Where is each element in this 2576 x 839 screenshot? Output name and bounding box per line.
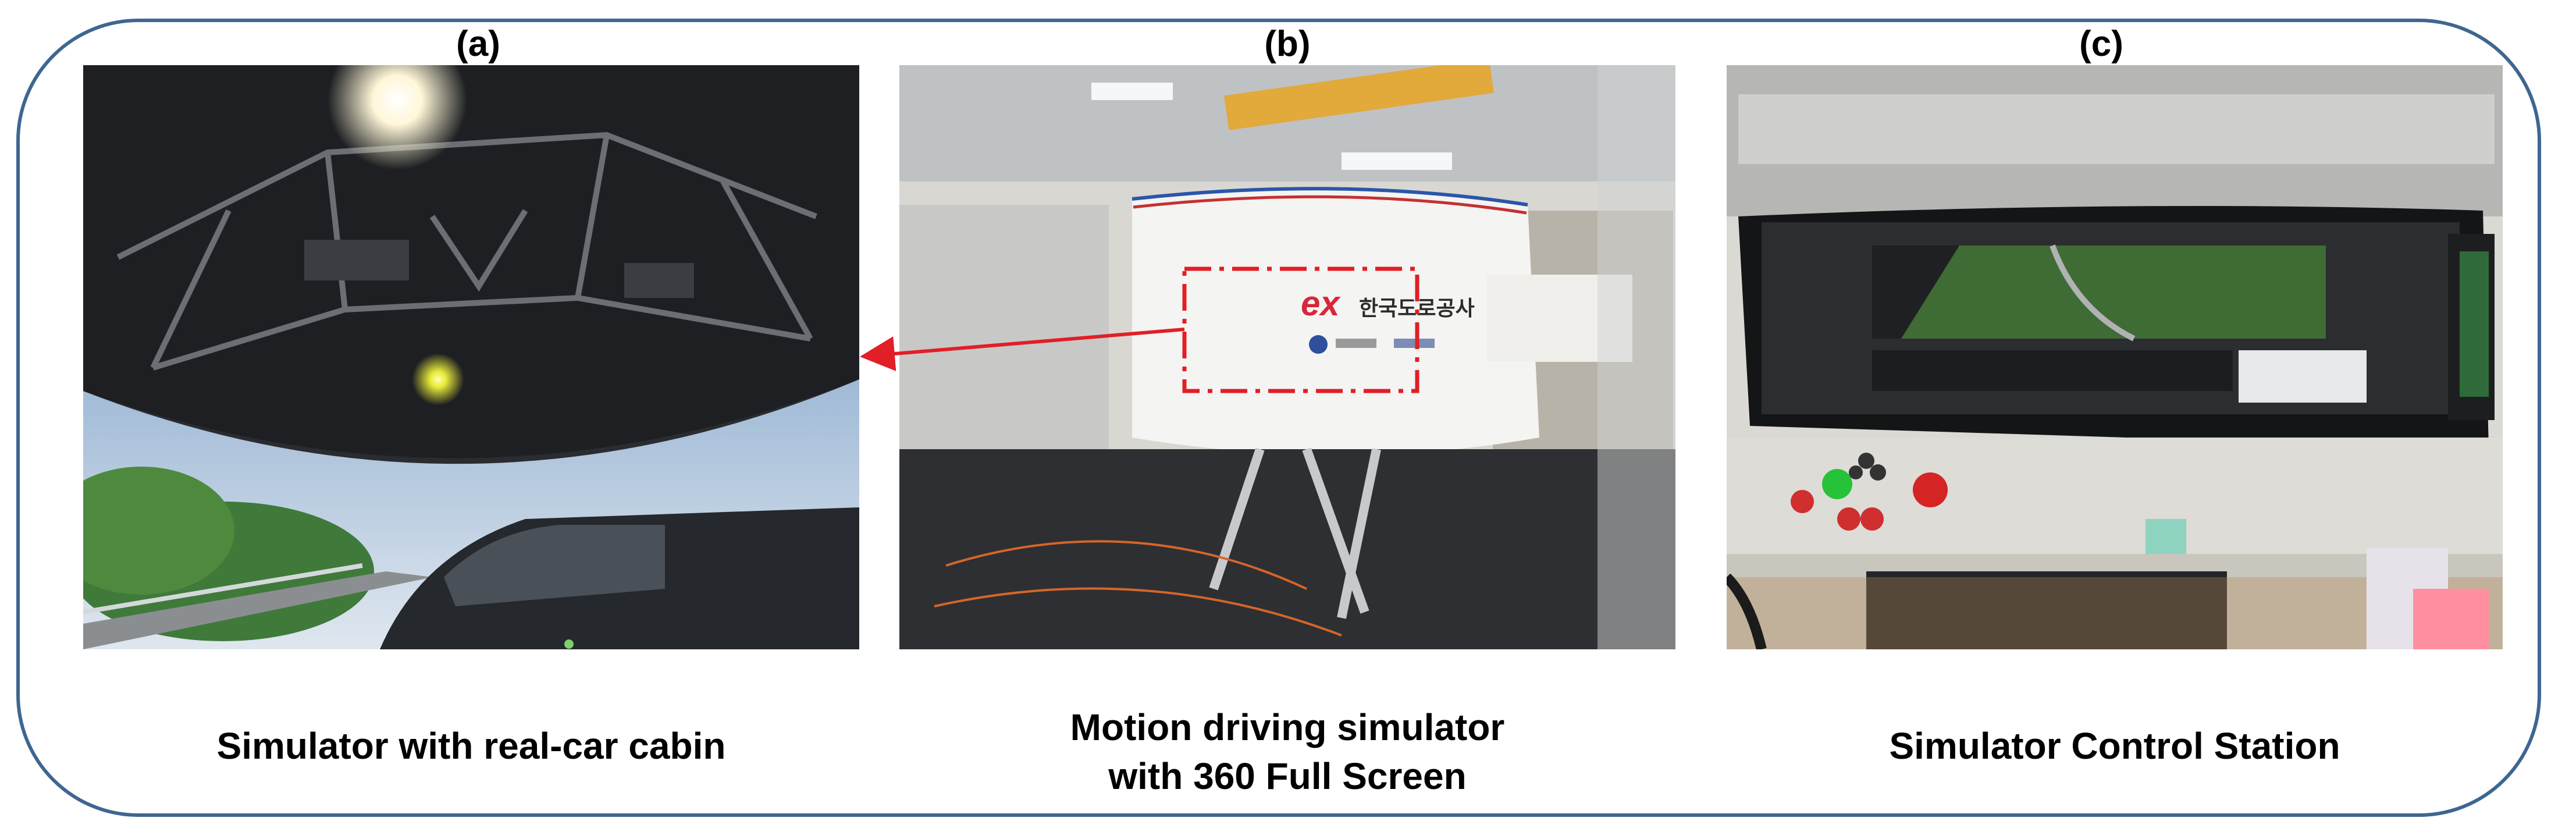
- caption-panel-b-line2: with 360 Full Screen: [1108, 755, 1467, 797]
- figure-frame: [16, 19, 2541, 817]
- panel-a-label: (a): [456, 24, 500, 64]
- korea-expressway-logo: ex 한국도로공사: [1301, 284, 1475, 323]
- caption-panel-b: Motion driving simulator with 360 Full S…: [899, 703, 1675, 801]
- photo-motion-simulator: ex 한국도로공사: [899, 65, 1675, 649]
- caption-panel-a: Simulator with real-car cabin: [216, 725, 726, 767]
- svg-text:ex: ex: [1301, 284, 1341, 323]
- panel-c-label: (c): [2079, 24, 2123, 64]
- caption-panel-c: Simulator Control Station: [1889, 725, 2340, 767]
- panel-b-label: (b): [1264, 24, 1311, 64]
- caption-panel-b-line1: Motion driving simulator: [1070, 706, 1505, 748]
- photo-real-car-cabin: [83, 65, 859, 649]
- photo-control-station: [1727, 65, 2503, 649]
